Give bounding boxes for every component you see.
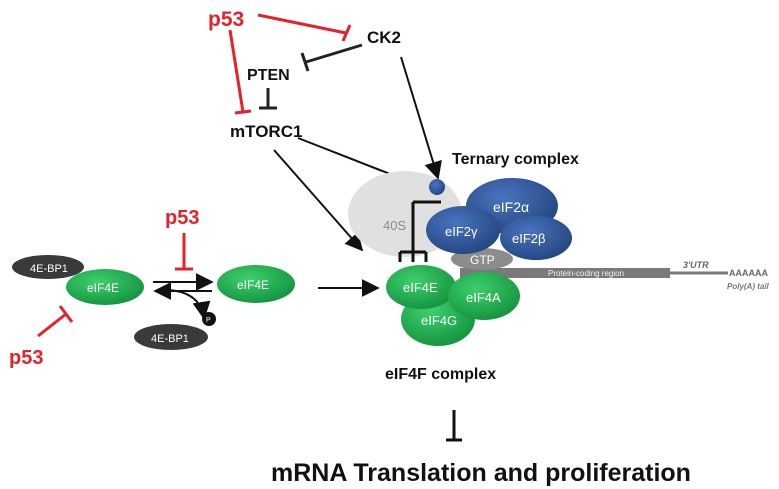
eif4e-bound-label: eIF4E	[403, 280, 438, 295]
4e-bp1-bottom-label: 4E-BP1	[151, 333, 189, 345]
ribosome-40s-label: 40S	[383, 218, 406, 233]
eif4f-complex-label: eIF4F complex	[385, 366, 496, 383]
pten-label: PTEN	[247, 67, 290, 84]
mrna-coding-region-label: Protein-coding region	[548, 269, 624, 278]
mtorc1-to-eif4f-arrow	[273, 149, 364, 252]
eif4a-oval	[448, 272, 520, 320]
4e-bp1-top-label: 4E-BP1	[30, 263, 68, 275]
p53-middle-inhibits-release	[175, 233, 193, 271]
polya-sequence: AAAAAA	[729, 268, 768, 278]
ck2-to-ternary-arrow	[400, 56, 442, 180]
phosphate-icon	[202, 312, 216, 326]
polya-tail-label: Poly(A) tail	[727, 282, 770, 291]
gtp-label: GTP	[470, 253, 495, 267]
ck2-label: CK2	[367, 28, 401, 47]
eif4e-free-oval	[217, 265, 295, 303]
eif2-gamma-label: eIF2γ	[445, 224, 478, 239]
ternary-complex-label: Ternary complex	[452, 151, 579, 168]
ck2-inhibits-pten	[300, 43, 363, 72]
eif4e-bound-oval	[386, 265, 456, 309]
4e-bp1-bottom-oval	[134, 324, 208, 350]
p53-bottom-inhibits-eif4e	[37, 305, 74, 338]
p53-middle-label: p53	[165, 207, 199, 229]
mrna-translation-label: mRNA Translation and proliferation	[271, 459, 691, 487]
4e-bp1-top-oval	[12, 255, 84, 279]
eif4e-left-label: eIF4E	[87, 281, 119, 295]
methionine-dot	[429, 179, 445, 195]
p53-bottom-label: p53	[9, 347, 43, 369]
eif4e-left-oval	[66, 269, 144, 305]
eif4a-label: eIF4A	[466, 290, 501, 305]
mrna-strand: Protein-coding region 3'UTR AAAAAA Poly(…	[460, 260, 770, 291]
mtorc1-label: mTORC1	[230, 122, 302, 141]
phosphate-label: P	[206, 317, 211, 324]
eif2-gamma-oval	[426, 206, 500, 254]
pten-inhibits-mtorc1	[259, 88, 277, 110]
eif2-beta-oval	[500, 216, 572, 260]
mrna-3utr-label: 3'UTR	[683, 260, 709, 270]
eif2-beta-label: eIF2β	[512, 231, 546, 246]
eif2-alpha-label: eIF2α	[493, 199, 529, 215]
p53-top-label: p53	[208, 8, 244, 31]
p53-inhibits-mtorc1	[228, 29, 252, 115]
trna-anchor-icon	[398, 200, 441, 262]
p53-inhibits-ck2	[257, 13, 352, 42]
phosphorylation-arrow	[167, 289, 211, 320]
eif4e-free-label: eIF4E	[237, 278, 269, 292]
outcome-arrow	[446, 410, 462, 442]
eif4g-label: eIF4G	[421, 313, 457, 328]
mrna-protein-coding-region	[460, 268, 670, 278]
